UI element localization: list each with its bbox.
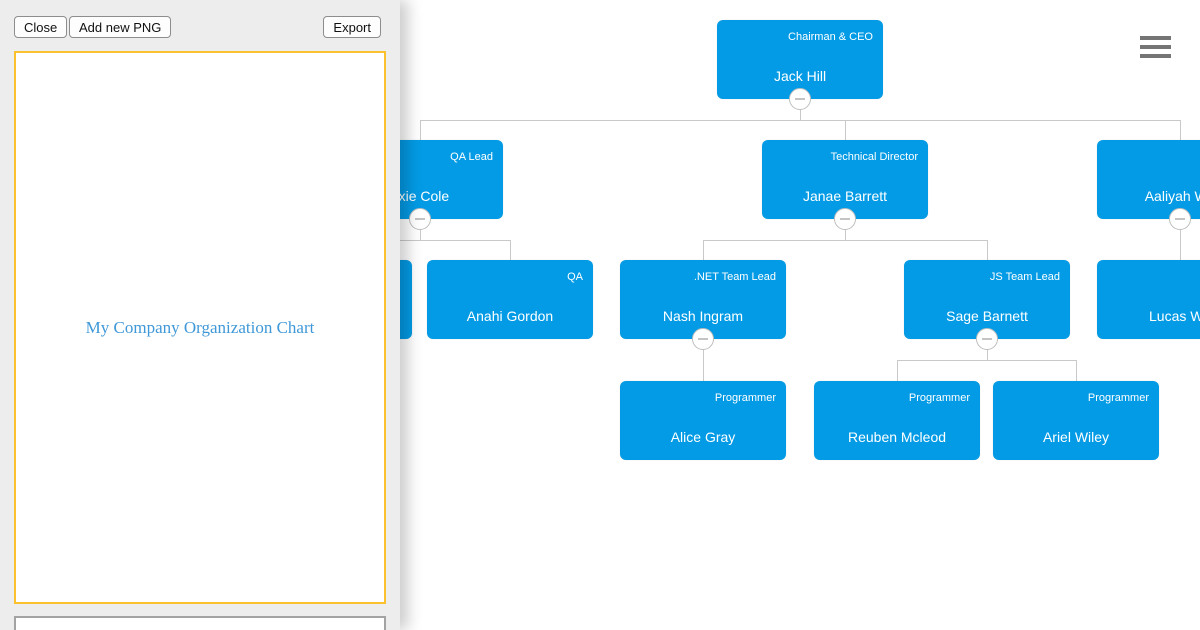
node-title: Programmer <box>1087 392 1149 404</box>
hamburger-bar <box>1140 45 1171 49</box>
minus-icon <box>982 338 992 340</box>
connector-line <box>703 350 704 381</box>
node-title: Programmer <box>714 392 776 404</box>
node-title: .NET Team Lead <box>693 271 776 283</box>
export-preview-panel: Close Add new PNG Export My Company Orga… <box>0 0 400 630</box>
close-button[interactable]: Close <box>14 16 68 38</box>
connector-line <box>1076 360 1077 381</box>
node-name: Alice Gray <box>670 429 736 445</box>
connector-line <box>510 240 511 260</box>
connector-line <box>987 350 988 360</box>
connector-line <box>1180 230 1181 260</box>
node-title: QA <box>567 271 583 283</box>
org-node-jack-hill[interactable]: Chairman & CEO Jack Hill <box>717 20 883 99</box>
node-name: Lucas We <box>1149 308 1200 324</box>
collapse-button[interactable] <box>834 208 856 230</box>
node-title: Technical Director <box>830 151 918 163</box>
minus-icon <box>415 218 425 220</box>
add-new-png-button[interactable]: Add new PNG <box>69 16 172 38</box>
node-title: JS Team Lead <box>989 271 1060 283</box>
org-node-anahi-gordon[interactable]: QA Anahi Gordon <box>427 260 593 339</box>
export-button[interactable]: Export <box>323 16 381 38</box>
minus-icon <box>698 338 708 340</box>
hamburger-menu-icon[interactable] <box>1140 36 1171 59</box>
minus-icon <box>840 218 850 220</box>
node-name: Anahi Gordon <box>466 308 554 324</box>
minus-icon <box>1175 218 1185 220</box>
connector-line <box>420 230 421 240</box>
collapse-button[interactable] <box>789 88 811 110</box>
connector-line <box>897 360 1077 361</box>
node-name: Ariel Wiley <box>1042 429 1110 445</box>
node-name: exie Cole <box>390 188 450 204</box>
connector-line <box>987 240 988 260</box>
collapse-button[interactable] <box>692 328 714 350</box>
connector-line <box>420 120 421 140</box>
collapse-button[interactable] <box>409 208 431 230</box>
connector-line <box>800 110 801 120</box>
node-title: QA Lead <box>450 151 493 163</box>
preview-page-1: My Company Organization Chart <box>14 51 386 604</box>
connector-line <box>330 240 511 241</box>
node-name: Sage Barnett <box>946 308 1028 324</box>
connector-line <box>703 240 704 260</box>
preview-page-2 <box>14 616 386 630</box>
node-name: Nash Ingram <box>662 308 744 324</box>
connector-line <box>420 120 1181 121</box>
hamburger-bar <box>1140 54 1171 58</box>
node-name: Jack Hill <box>773 68 827 84</box>
node-name: Reuben Mcleod <box>847 429 947 445</box>
node-title: Chairman & CEO <box>788 31 873 43</box>
collapse-button[interactable] <box>976 328 998 350</box>
connector-line <box>845 120 846 140</box>
node-name: Janae Barrett <box>802 188 888 204</box>
node-title: Programmer <box>908 392 970 404</box>
org-node-lucas-we[interactable]: Lucas We <box>1097 260 1200 339</box>
collapse-button[interactable] <box>1169 208 1191 230</box>
connector-line <box>897 360 898 381</box>
node-name: Aaliyah We <box>1144 188 1200 204</box>
org-node-aaliyah-we[interactable]: Aaliyah We <box>1097 140 1200 219</box>
connector-line <box>845 230 846 240</box>
minus-icon <box>795 98 805 100</box>
hamburger-bar <box>1140 36 1171 40</box>
preview-caption: My Company Organization Chart <box>85 317 315 337</box>
connector-line <box>1180 120 1181 140</box>
connector-line <box>703 240 988 241</box>
